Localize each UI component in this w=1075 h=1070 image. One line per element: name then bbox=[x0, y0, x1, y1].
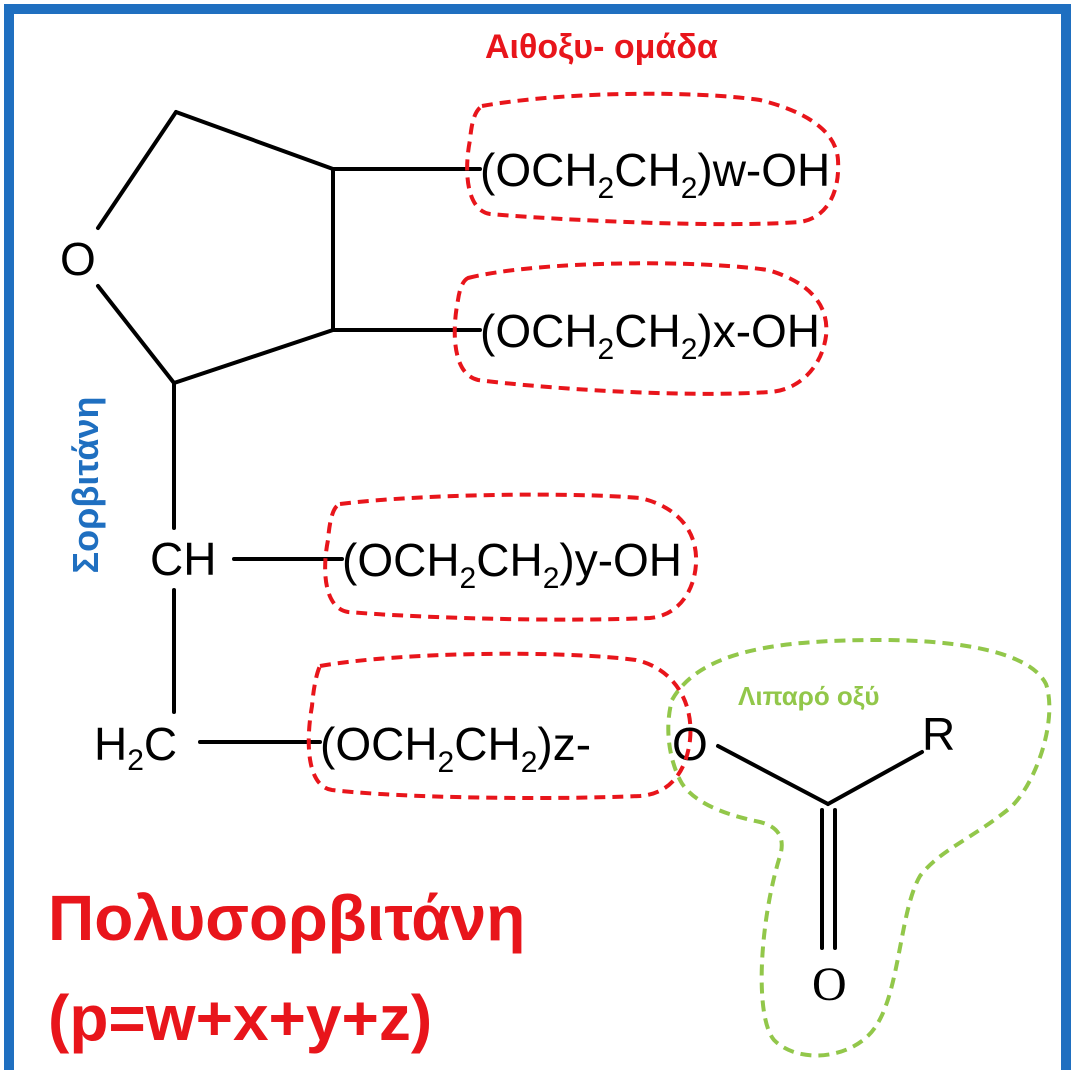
ethoxy-outline-z bbox=[306, 651, 693, 800]
bond-carbonyl-to-r bbox=[826, 750, 924, 806]
frame-border bbox=[4, 4, 1071, 1070]
chain-z: (OCH2CH2)z- bbox=[320, 718, 591, 779]
ring-oxygen: O bbox=[60, 233, 96, 285]
title-formula: (p=w+x+y+z) bbox=[48, 982, 432, 1054]
bond-ring-upper-left bbox=[96, 110, 178, 230]
bond-o-to-carbonyl bbox=[716, 744, 830, 806]
r-group: R bbox=[922, 708, 955, 760]
h2c-group: H2C bbox=[94, 718, 177, 777]
ester-oxygen: O bbox=[672, 718, 708, 770]
title-polysorbate: Πολυσορβιτάνη bbox=[48, 882, 525, 954]
fatty-acid-label: Λιπαρό οξύ bbox=[738, 681, 880, 711]
ethoxy-group-label: Αιθοξυ- ομάδα bbox=[485, 28, 718, 66]
carbonyl-oxygen: O bbox=[812, 958, 847, 1011]
ethoxy-outline-w bbox=[465, 91, 841, 227]
bond-ring-bottom bbox=[172, 328, 335, 385]
bond-ring-lower-left bbox=[96, 284, 176, 385]
chain-w: (OCH2CH2)w-OH bbox=[480, 144, 830, 205]
ch-group: CH bbox=[150, 533, 216, 585]
ethoxy-outline-x bbox=[452, 261, 829, 396]
bond-ring-top bbox=[174, 110, 335, 171]
fatty-acid-outline bbox=[666, 637, 1052, 1058]
chain-x: (OCH2CH2)x-OH bbox=[480, 305, 820, 366]
sorbitan-label: Σορβιτάνη bbox=[65, 396, 106, 573]
chain-y: (OCH2CH2)y-OH bbox=[342, 534, 682, 595]
ethoxy-outline-y bbox=[323, 492, 699, 622]
